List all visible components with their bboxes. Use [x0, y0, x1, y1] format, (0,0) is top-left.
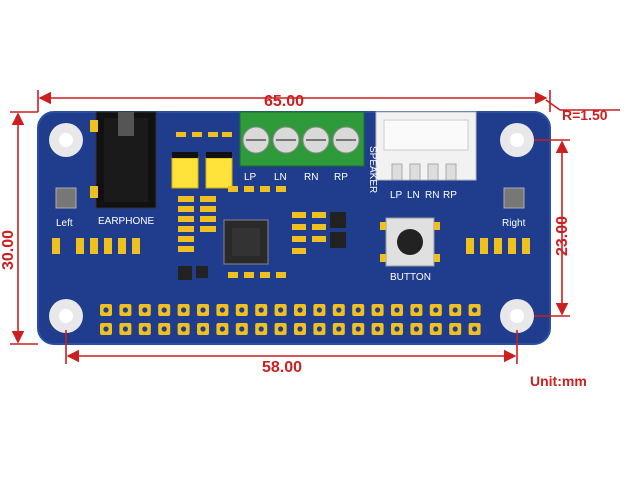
left-mic	[55, 187, 77, 209]
header-pad-hole	[452, 307, 458, 313]
unit-label: Unit:mm	[530, 373, 587, 389]
earphone-label: EARPHONE	[98, 216, 154, 227]
header-pad-hole	[258, 326, 264, 332]
terminal-label-rp: RP	[334, 172, 348, 183]
header-pad-hole	[355, 307, 361, 313]
width-value: 65.00	[264, 93, 304, 110]
header-pad-hole	[142, 326, 148, 332]
header-pad-hole	[122, 307, 128, 313]
gpio-header-pads	[100, 304, 481, 335]
header-pad-hole	[200, 307, 206, 313]
header-pad-hole	[278, 326, 284, 332]
connector-label-ln: LN	[407, 190, 420, 201]
header-pad-hole	[433, 326, 439, 332]
connector-label-rp: RP	[443, 190, 457, 201]
hole-spacing-y-value: 23.00	[554, 216, 571, 256]
header-pad-hole	[258, 307, 264, 313]
header-pad-hole	[452, 326, 458, 332]
header-pad-hole	[472, 326, 478, 332]
height-value: 30.00	[0, 230, 17, 270]
header-pad-hole	[355, 326, 361, 332]
terminal-label-lp: LP	[244, 172, 257, 183]
speaker-label: SPEAKER	[367, 146, 378, 193]
terminal-label-rn: RN	[304, 172, 318, 183]
header-pad-hole	[161, 326, 167, 332]
header-pad-hole	[316, 307, 322, 313]
header-pad-hole	[375, 307, 381, 313]
right-mic	[503, 187, 525, 209]
silkscreen-labels: LP LN RN RP SPEAKER LP LN RN RP EARPHONE…	[56, 146, 526, 283]
radius-leader	[545, 99, 561, 111]
screw-terminal	[239, 111, 365, 167]
header-pad-hole	[219, 307, 225, 313]
smd-components	[52, 132, 530, 278]
push-button	[380, 217, 440, 267]
connector-label-rn: RN	[425, 190, 439, 201]
header-pad-hole	[278, 307, 284, 313]
dimension-texts: 65.00 30.00 58.00 23.00 R=1.50 Unit:mm	[0, 93, 608, 389]
header-pad-hole	[239, 307, 245, 313]
header-pad-hole	[161, 307, 167, 313]
header-pad-hole	[336, 307, 342, 313]
earphone-jack	[90, 111, 157, 209]
header-pad-hole	[122, 326, 128, 332]
connector-label-lp: LP	[390, 190, 403, 201]
audio-codec-chip	[223, 219, 269, 265]
header-pad-hole	[142, 307, 148, 313]
header-pad-hole	[413, 307, 419, 313]
header-pad-hole	[336, 326, 342, 332]
right-label: Right	[502, 218, 526, 229]
header-pad-hole	[394, 307, 400, 313]
smd-dark	[178, 212, 346, 280]
header-pad-hole	[433, 307, 439, 313]
header-pad-hole	[239, 326, 245, 332]
dimension-lines	[10, 90, 620, 364]
terminal-label-ln: LN	[274, 172, 287, 183]
speaker-connector	[375, 111, 477, 181]
header-pad-hole	[219, 326, 225, 332]
header-pad-hole	[297, 307, 303, 313]
header-pad-hole	[394, 326, 400, 332]
header-pad-hole	[200, 326, 206, 332]
header-pad-hole	[413, 326, 419, 332]
corner-radius-value: R=1.50	[562, 107, 608, 123]
header-pad-hole	[103, 307, 109, 313]
hole-spacing-x-value: 58.00	[262, 359, 302, 376]
header-pad-hole	[316, 326, 322, 332]
left-label: Left	[56, 218, 73, 229]
header-pad-hole	[181, 307, 187, 313]
mounting-holes	[49, 123, 534, 333]
button-label: BUTTON	[390, 272, 431, 283]
header-pad-hole	[181, 326, 187, 332]
header-pad-hole	[297, 326, 303, 332]
capacitors	[171, 152, 233, 189]
header-pad-hole	[103, 326, 109, 332]
header-pad-hole	[375, 326, 381, 332]
header-pad-hole	[472, 307, 478, 313]
